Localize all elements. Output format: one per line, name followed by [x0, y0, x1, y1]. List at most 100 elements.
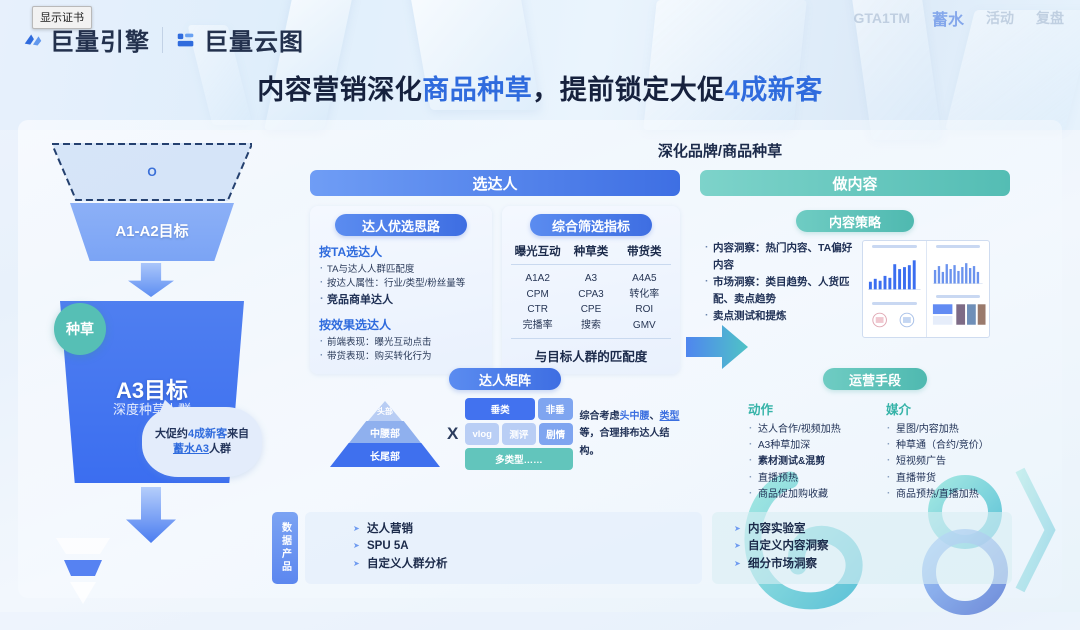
- section-heading: 深化品牌/商品种草: [657, 143, 783, 160]
- dashboard-screenshot-thumbnail: [862, 240, 990, 338]
- data-products-list: 达人营销 SPU 5A 自定义人群分析: [305, 512, 702, 584]
- screening-metrics-card: 综合筛选指标 曝光互动 种草类 带货类 A1A2 CPM CTR 完播率 A3: [502, 206, 680, 374]
- tab-fupan[interactable]: 复盘: [1036, 10, 1064, 26]
- title-part-2: ，提前锁定大促: [532, 75, 725, 105]
- pyramid-tier-longtail: 长尾部: [330, 443, 440, 467]
- metric-cell-r0c1: A3: [584, 273, 598, 284]
- matrix-cell-duoleixing: 多类型……: [465, 448, 573, 470]
- operations-media-4: 商品预热/直播加热: [886, 486, 1010, 503]
- metrics-column-1: A3 CPA3 CPE 搜索: [564, 271, 617, 333]
- metrics-col-header-1: 种草类: [573, 246, 609, 258]
- bubble-highlight-2: 客: [216, 427, 228, 440]
- metric-cell-r0c2: A4A5: [632, 273, 657, 284]
- tab-xushui[interactable]: 蓄水: [931, 12, 964, 29]
- talent-group2-item-0: 前端表现：曝光互动点击: [319, 335, 483, 350]
- logo-juliang-yuntu[interactable]: 巨量云图: [175, 22, 304, 57]
- matrix-note-d: 达人结构。: [579, 428, 670, 457]
- dashboard-right-pane: [925, 241, 990, 337]
- metric-cell-r1c2: 转化率: [629, 288, 660, 300]
- metric-cell-r3c2: GMV: [632, 319, 656, 331]
- data-product-item-2: 自定义人群分析: [353, 556, 702, 573]
- operations-columns: 动作 达人合作/视频加热 A3种草加深 素材测试&混剪 直播预热 商品促加购收藏…: [730, 399, 1020, 503]
- matrix-grid-row-2: vlog 测评 剧情: [465, 423, 573, 445]
- pyramid-tier-top: 头部: [368, 401, 402, 421]
- metric-cell-r3c1: 搜索: [580, 319, 601, 331]
- matrix-cell-vlog: vlog: [465, 423, 500, 445]
- title-highlight-1: 商品种草: [422, 75, 533, 105]
- funnel-arrow-down-1: [128, 263, 174, 297]
- metrics-col-header-2: 带货类: [627, 246, 662, 258]
- metric-cell-r1c0: CPM: [526, 288, 549, 300]
- dashboard-persona-icons-1: [872, 312, 915, 328]
- operations-action-3: 直播预热: [748, 470, 872, 487]
- metric-cell-r2c0: CTR: [527, 304, 548, 315]
- nav-tabs: GTA1TM 蓄水 活动 复盘: [853, 6, 1064, 30]
- certificate-tooltip: 显示证书: [32, 6, 92, 29]
- funnel-stage-a1a2-label: A1-A2目标: [115, 223, 189, 240]
- talent-strategy-card: 达人优选思路 按TA选达人 TA与达人人群匹配度 按达人属性：行业/类型/粉丝量…: [310, 206, 492, 374]
- content-item-0: 内容洞察：热门内容、TA偏好内容: [704, 239, 854, 274]
- engine-logo-icon: [24, 34, 42, 45]
- content-item-2: 卖点测试和提炼: [704, 307, 854, 325]
- select-talent-cards: 达人优选思路 按TA选达人 TA与达人人群匹配度 按达人属性：行业/类型/粉丝量…: [310, 206, 680, 374]
- funnel-arrow-down-2: [126, 487, 176, 543]
- bubble-text-b: 来自: [227, 427, 250, 440]
- make-content-header: 做内容: [700, 170, 1010, 196]
- matrix-note-hl-2: 类型: [659, 410, 680, 422]
- dashboard-bar-chart-1: [867, 260, 921, 290]
- insight-product-item-1: 自定义内容洞察: [734, 538, 1012, 555]
- operations-section: 运营手段 动作 达人合作/视频加热 A3种草加深 素材测试&混剪 直播预热 商品…: [730, 368, 1020, 503]
- dashboard-right-title-bar: [935, 245, 980, 248]
- logo-juliang-engine[interactable]: 巨量引擎: [22, 22, 150, 57]
- talent-group1-emphasis: 竞品商单达人: [319, 291, 483, 309]
- funnel-stage-a3-title: A3目标: [115, 378, 189, 403]
- mini-funnel-icon: [56, 538, 110, 604]
- metric-cell-r1c1: CPA3: [578, 288, 604, 300]
- operations-action-1: A3种草加深: [748, 437, 872, 454]
- metric-cell-r3c0: 完播率: [522, 319, 553, 331]
- matrix-grid-row-1: 垂类 非垂: [465, 398, 573, 420]
- funnel-callout-bubble: 大促约4成新客来自蓄水A3人群: [142, 407, 262, 477]
- matrix-grid: 垂类 非垂 vlog 测评 剧情 多类型……: [465, 398, 573, 470]
- talent-matrix-section: 达人矩阵 头部 中腰部 长尾部 X 垂类 非垂 vlog 测评 剧情 多类型………: [330, 368, 680, 470]
- content-insight-products-box: 内容实验室 自定义内容洞察 细分市场洞察: [712, 512, 1012, 584]
- data-products-section: 数据产品 达人营销 SPU 5A 自定义人群分析: [272, 512, 702, 584]
- bubble-text-c: 人群: [209, 443, 232, 455]
- metric-cell-r2c1: CPE: [580, 304, 602, 315]
- funnel-stage-a1a2: [70, 203, 234, 261]
- talent-pyramid: 头部 中腰部 长尾部: [330, 401, 440, 467]
- operations-actions-title: 动作: [748, 403, 774, 417]
- title-highlight-2: 4成新客: [724, 75, 823, 105]
- content-strategy-body: 内容洞察：热门内容、TA偏好内容 市场洞察：类目趋势、人货匹配、卖点趋势 卖点测…: [700, 239, 1010, 338]
- pyramid-tier-mid: 中腰部: [349, 421, 421, 443]
- metric-cell-r2c2: ROI: [635, 304, 654, 315]
- operations-media-1: 种草通（合约/竞价）: [886, 437, 1010, 454]
- operations-media-2: 短视频广告: [886, 453, 1010, 470]
- talent-strategy-cap: 达人优选思路: [335, 214, 467, 236]
- tab-gta1tm[interactable]: GTA1TM: [853, 10, 910, 26]
- dashboard-right-subtitle-bar: [935, 295, 980, 298]
- operations-media-title: 媒介: [886, 403, 912, 417]
- dashboard-left-pane: [863, 241, 926, 337]
- operations-actions-column: 动作 达人合作/视频加热 A3种草加深 素材测试&混剪 直播预热 商品促加购收藏: [748, 399, 872, 503]
- select-talent-header: 选达人: [310, 170, 680, 196]
- operations-cap: 运营手段: [823, 368, 927, 390]
- screening-metrics-cap: 综合筛选指标: [530, 214, 652, 236]
- data-product-item-1: SPU 5A: [353, 538, 702, 555]
- matrix-note-c: 等，合理排布: [579, 428, 640, 440]
- metrics-table-header: 曝光互动 种草类 带货类: [511, 243, 671, 265]
- matrix-note-a: 综合考虑: [579, 410, 620, 422]
- yuntu-logo-icon: [177, 33, 194, 46]
- bubble-highlight-1: 4成新: [187, 427, 217, 440]
- operations-action-2: 素材测试&混剪: [748, 453, 872, 470]
- talent-group1-title: 按TA选达人: [319, 245, 383, 259]
- metrics-col-header-0: 曝光互动: [514, 246, 561, 258]
- bubble-text-a: 大促约: [154, 427, 188, 440]
- operations-media-3: 直播带货: [886, 470, 1010, 487]
- make-content-section: 做内容 内容策略 内容洞察：热门内容、TA偏好内容 市场洞察：类目趋势、人货匹配…: [700, 170, 1010, 338]
- matrix-note: 综合考虑头中腰、类型等，合理排布达人结构。: [580, 408, 680, 461]
- dashboard-left-subtitle-bar: [872, 302, 917, 305]
- talent-group1-item-1: 按达人属性：行业/类型/粉丝量等: [319, 276, 483, 291]
- tab-huodong[interactable]: 活动: [986, 10, 1014, 26]
- metric-cell-r0c0: A1A2: [525, 273, 550, 284]
